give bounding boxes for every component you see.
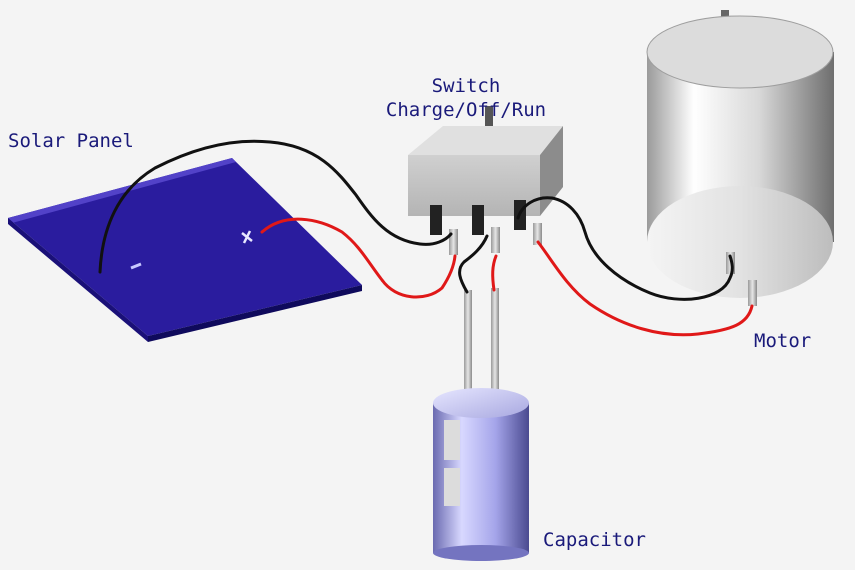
wire-panel-negative-to-switch xyxy=(98,139,453,274)
capacitor-label: Capacitor xyxy=(543,529,646,551)
positive-terminal-mark xyxy=(241,230,253,244)
wire-switch-to-motor-positive xyxy=(536,240,754,337)
switch-label: Switch Charge/Off/Run xyxy=(366,74,566,122)
switch-label-line1: Switch xyxy=(431,75,501,97)
wire-panel-positive-to-switch xyxy=(260,217,457,299)
switch xyxy=(408,106,563,255)
red-wires xyxy=(260,217,754,337)
negative-terminal-mark xyxy=(130,262,142,270)
motor-label: Motor xyxy=(754,330,812,352)
wire-switch-to-motor xyxy=(516,196,734,301)
capacitor-leads xyxy=(464,288,499,395)
solar-panel xyxy=(8,158,362,342)
motor xyxy=(646,10,834,306)
solar-panel-label: Solar Panel xyxy=(8,130,134,152)
switch-label-line2: Charge/Off/Run xyxy=(385,99,547,121)
wire-capacitor-to-switch xyxy=(458,234,489,294)
capacitor xyxy=(433,388,529,561)
wire-switch-to-capacitor xyxy=(491,254,498,292)
black-wires xyxy=(98,139,734,301)
